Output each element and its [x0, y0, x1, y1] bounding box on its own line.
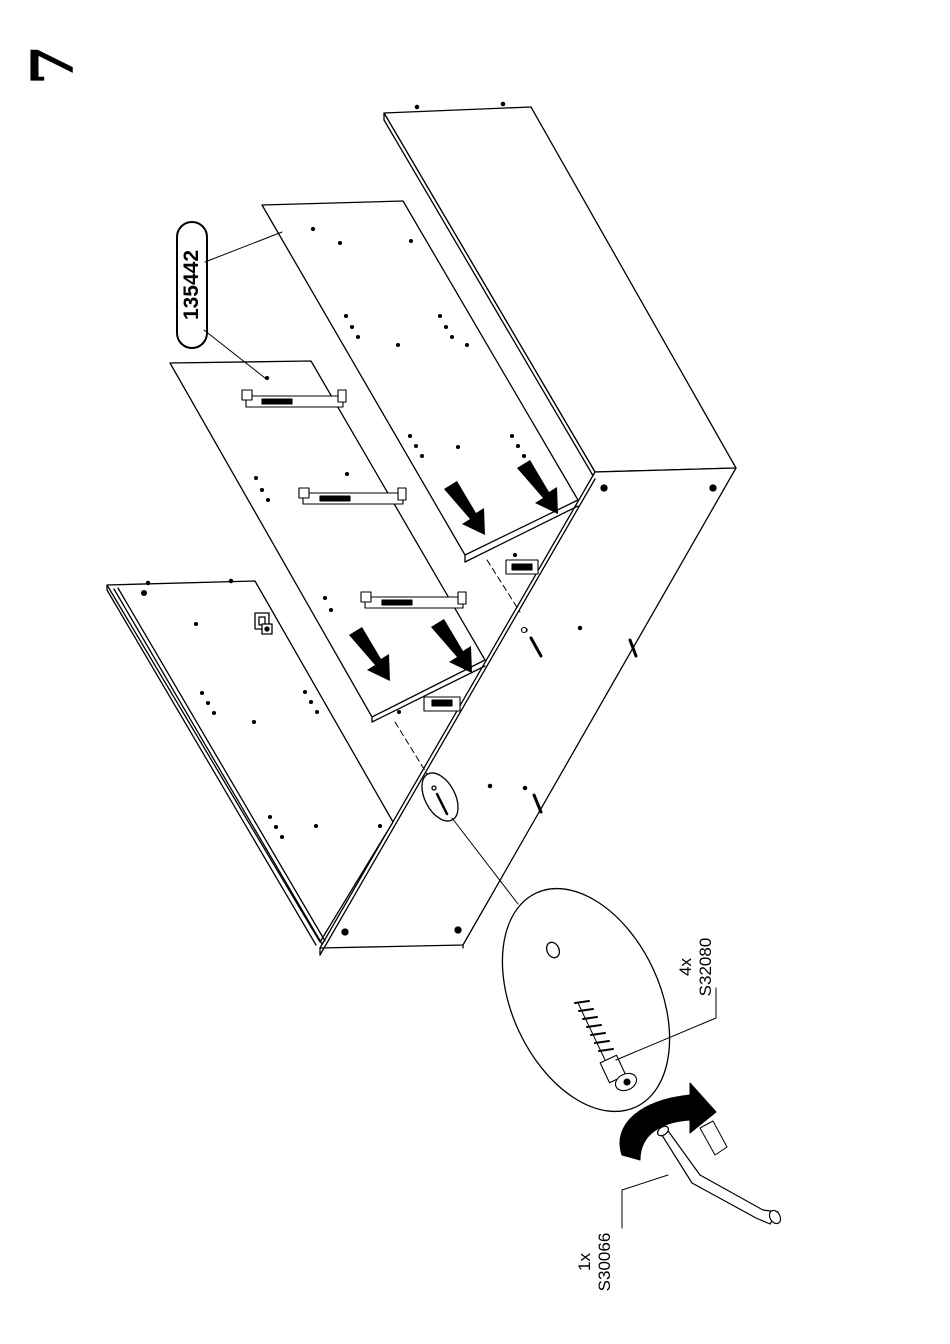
hardware-quantity: 4x [676, 927, 696, 1007]
hardware-code: S32080 [696, 927, 716, 1007]
hardware-quantity: 1x [575, 1220, 595, 1304]
hardware-callout-allen-key: 1x S30066 [575, 1220, 619, 1304]
hardware-callout-screw: 4x S32080 [676, 927, 720, 1007]
step-number: 7 [28, 30, 78, 100]
hardware-code: S30066 [595, 1220, 615, 1304]
part-number-label: 135442 [176, 221, 208, 349]
label-leaders [204, 232, 282, 378]
runner-4 [424, 697, 460, 711]
runner-5 [506, 560, 538, 574]
